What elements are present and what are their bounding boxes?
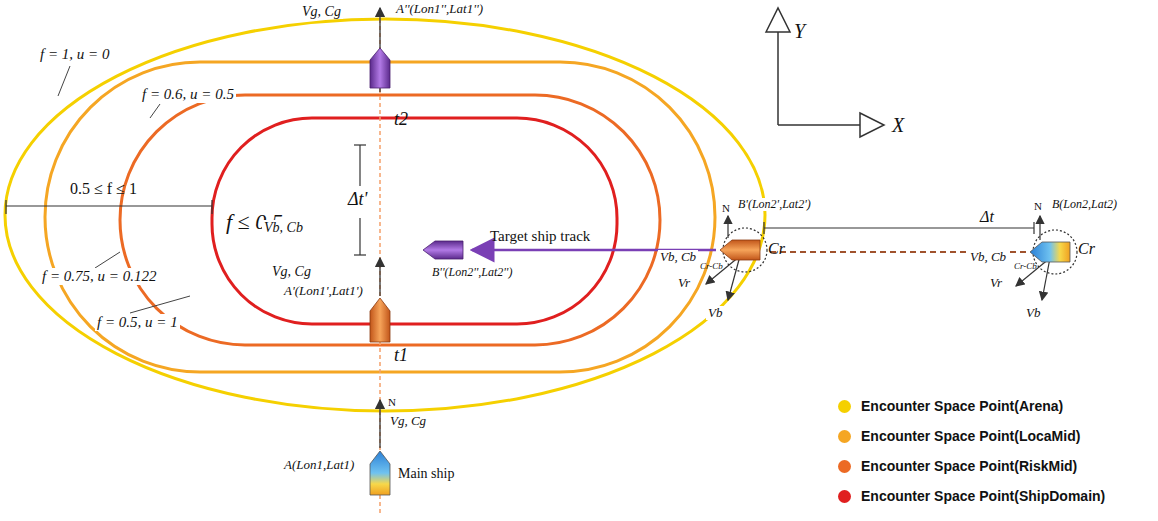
diagram-label: Target ship track	[490, 228, 590, 245]
diagram-label: f = 1, u = 0	[40, 46, 109, 63]
diagram-label: B''(Lon2'',Lat2'')	[430, 266, 514, 279]
diagram-label: Y	[794, 20, 805, 42]
shipdomain-ring	[212, 118, 617, 324]
diagram-label: A''(Lon1'',Lat1'')	[394, 2, 485, 16]
diagram-label: Vb, Cb	[968, 250, 1008, 264]
diagram-label: Δt	[978, 208, 996, 226]
ship	[720, 240, 760, 260]
diagram-label: N	[1034, 200, 1042, 212]
ship	[1030, 242, 1070, 262]
diagram-label: B(Lon2,Lat2)	[1050, 198, 1119, 211]
legend-swatch	[838, 400, 851, 413]
ship	[423, 241, 463, 259]
diagram-label: Main ship	[396, 466, 456, 481]
diagram-label: Cr-Cb	[1014, 262, 1037, 272]
legend-text: Encounter Space Point(RiskMid)	[861, 458, 1077, 474]
velocity-vectors	[706, 216, 1077, 300]
diagram-label: Vr	[988, 276, 1004, 290]
legend-swatch	[838, 430, 851, 443]
legend-swatch	[838, 460, 851, 473]
legend-item: Encounter Space Point(ShipDomain)	[838, 488, 1105, 504]
riskmid-ring	[120, 95, 660, 345]
diagram-label: N	[388, 396, 396, 408]
diagram-label: Vb, Cb	[262, 220, 305, 235]
diagram-label: Cr-Cb	[700, 262, 723, 272]
legend-item: Encounter Space Point(LocaMid)	[838, 428, 1080, 444]
diagram-label: N	[722, 202, 730, 214]
diagram-label: f = 0.6, u = 0.5	[140, 86, 236, 103]
ship	[370, 48, 390, 88]
ship	[370, 451, 390, 495]
ship	[370, 298, 390, 342]
diagram-label: t2	[394, 110, 408, 130]
velocity-arrow	[379, 258, 380, 296]
diagram-label: 0.5 ≤ f ≤ 1	[70, 180, 137, 198]
diagram-label: B'(Lon2',Lat2')	[736, 198, 813, 211]
diagram-label: Cr	[768, 240, 785, 258]
legend-text: Encounter Space Point(Arena)	[861, 398, 1063, 414]
diagram-label: Vg, Cg	[270, 264, 313, 279]
diagram-label: Vg, Cg	[300, 4, 343, 19]
diagram-label: Δt'	[346, 190, 369, 210]
diagram-label: Vb	[706, 306, 724, 320]
legend-text: Encounter Space Point(LocaMid)	[861, 428, 1080, 444]
diagram-label: Vg, Cg	[388, 414, 428, 428]
legend-swatch	[838, 490, 851, 503]
diagram-label: A(Lon1,Lat1)	[282, 458, 356, 472]
range-bracket	[6, 200, 212, 214]
diagram-label: A'(Lon1',Lat1')	[282, 284, 365, 298]
legend-item: Encounter Space Point(RiskMid)	[838, 458, 1077, 474]
axes	[766, 8, 884, 137]
diagram-label: t1	[394, 346, 408, 366]
diagram-label: Vr	[676, 276, 692, 290]
diagram-label: f = 0.75, u = 0.122	[40, 268, 158, 285]
legend-item: Encounter Space Point(Arena)	[838, 398, 1063, 414]
diagram-label: Vb, Cb	[658, 250, 698, 264]
legend-text: Encounter Space Point(ShipDomain)	[861, 488, 1105, 504]
arena-ring	[5, 19, 765, 411]
diagram-label: Cr	[1078, 240, 1095, 258]
diagram-label: Vb	[1024, 306, 1042, 320]
diagram-label: X	[892, 114, 904, 136]
north-arrow	[379, 400, 380, 448]
diagram-label: f = 0.5, u = 1	[95, 314, 180, 331]
